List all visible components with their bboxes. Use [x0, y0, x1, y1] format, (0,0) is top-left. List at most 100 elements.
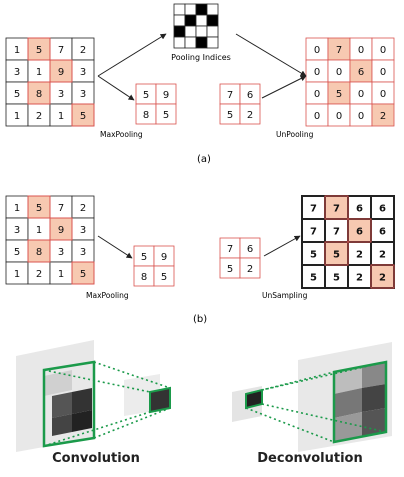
conv-output-cell	[149, 386, 171, 414]
b-pooled-value: 5	[141, 252, 147, 263]
b-input-value: 1	[58, 269, 64, 280]
b-out-value: 2	[379, 273, 386, 284]
b-input-value: 5	[36, 203, 42, 214]
b-pooled2-value: 6	[247, 244, 253, 255]
a-maxpool-label: MaxPooling	[100, 130, 143, 139]
b-pooled2-cell	[239, 257, 261, 279]
pooling-indices-cell	[173, 25, 186, 38]
arrow-b-to-upsampled	[263, 235, 301, 257]
pooling-indices-cell	[195, 3, 208, 16]
b-input-value: 3	[80, 247, 86, 258]
b-input-highlight	[27, 195, 51, 219]
pooling-indices-cell	[195, 14, 208, 27]
b-input-value: 3	[58, 247, 64, 258]
a-input-highlight	[49, 59, 73, 83]
a-input-value: 2	[36, 111, 42, 122]
pooling-indices-cell	[195, 36, 208, 49]
b-input-value: 5	[80, 269, 86, 280]
b-input-value: 3	[80, 225, 86, 236]
b-out-value: 5	[333, 273, 340, 284]
b-pooled-value: 8	[141, 272, 147, 283]
a-input-value: 5	[14, 89, 20, 100]
b-input-value: 5	[14, 247, 20, 258]
b-out-value: 2	[356, 273, 363, 284]
pooling-indices-cell	[173, 3, 186, 16]
a-pooled2-value: 7	[227, 90, 233, 101]
convolution-label: Convolution	[52, 451, 140, 466]
a-out-value: 5	[336, 89, 342, 100]
b-out-highlight	[324, 195, 349, 220]
a-out-value: 0	[380, 89, 386, 100]
b-out-value: 7	[333, 204, 340, 215]
pooling-indices-cell	[184, 14, 197, 27]
b-input-value: 1	[36, 225, 42, 236]
upsample-label: UnSampling	[262, 291, 308, 300]
caption-b: (b)	[193, 314, 207, 325]
a-out-value: 0	[380, 67, 386, 78]
a-input-value: 3	[14, 67, 20, 78]
arrow-from-indices	[235, 33, 307, 77]
arrow-to-unpooled	[261, 75, 307, 99]
arrow-to-indices	[97, 33, 167, 77]
b-input-value: 3	[14, 225, 20, 236]
a-out-value: 0	[314, 111, 320, 122]
b-out-value: 7	[310, 204, 317, 215]
b-out-value: 5	[333, 250, 340, 261]
caption-a: (a)	[197, 154, 211, 165]
b-input-value: 1	[14, 203, 20, 214]
b-pooled-cell	[153, 265, 175, 287]
a-out-value: 0	[380, 45, 386, 56]
b-out-value: 2	[379, 250, 386, 261]
a-pooled-value: 8	[143, 110, 149, 121]
b-out-value: 5	[310, 273, 317, 284]
b-out-highlight	[347, 218, 372, 243]
pooling-indices-cell	[195, 25, 208, 38]
pooling-indices-cell	[206, 36, 219, 49]
a-pooled-value: 5	[143, 90, 149, 101]
a-input-highlight	[71, 103, 95, 127]
b-input-highlight	[27, 239, 51, 263]
b-pooled-value: 9	[161, 252, 167, 263]
a-pooled2-value: 2	[247, 110, 253, 121]
pooling-indices-cell	[173, 14, 186, 27]
b-out-value: 6	[356, 204, 363, 215]
b-input-highlight	[49, 217, 73, 241]
b-out-value: 6	[356, 227, 363, 238]
deconv-input-cell	[245, 388, 263, 410]
b-input-value: 2	[36, 269, 42, 280]
a-out-value: 0	[358, 45, 364, 56]
pooling-indices-cell	[206, 25, 219, 38]
b-maxpool-label: MaxPooling	[86, 291, 129, 300]
pooling-indices-cell	[184, 25, 197, 38]
b-out-value: 7	[333, 227, 340, 238]
a-input-value: 3	[58, 89, 64, 100]
a-input-value: 9	[58, 67, 64, 78]
a-input-value: 1	[58, 111, 64, 122]
a-out-value: 0	[314, 89, 320, 100]
b-input-value: 2	[80, 203, 86, 214]
a-pooled-value: 5	[163, 110, 169, 121]
a-out-value: 2	[380, 111, 386, 122]
b-out-value: 6	[379, 204, 386, 215]
b-pooled2-value: 5	[227, 264, 233, 275]
a-out-value: 0	[336, 67, 342, 78]
a-input-value: 5	[80, 111, 86, 122]
pooling-indices-cell	[206, 3, 219, 16]
a-input-highlight	[27, 81, 51, 105]
arrow-to-pooled	[97, 75, 135, 101]
deconv-kernel-frame	[332, 360, 388, 444]
a-input-value: 5	[36, 45, 42, 56]
a-input-value: 3	[80, 67, 86, 78]
a-out-value: 0	[336, 111, 342, 122]
b-out-value: 5	[310, 250, 317, 261]
unpool-label: UnPooling	[276, 130, 314, 139]
pooling-indices-grid	[173, 3, 219, 49]
pooling-indices-cell	[184, 36, 197, 49]
